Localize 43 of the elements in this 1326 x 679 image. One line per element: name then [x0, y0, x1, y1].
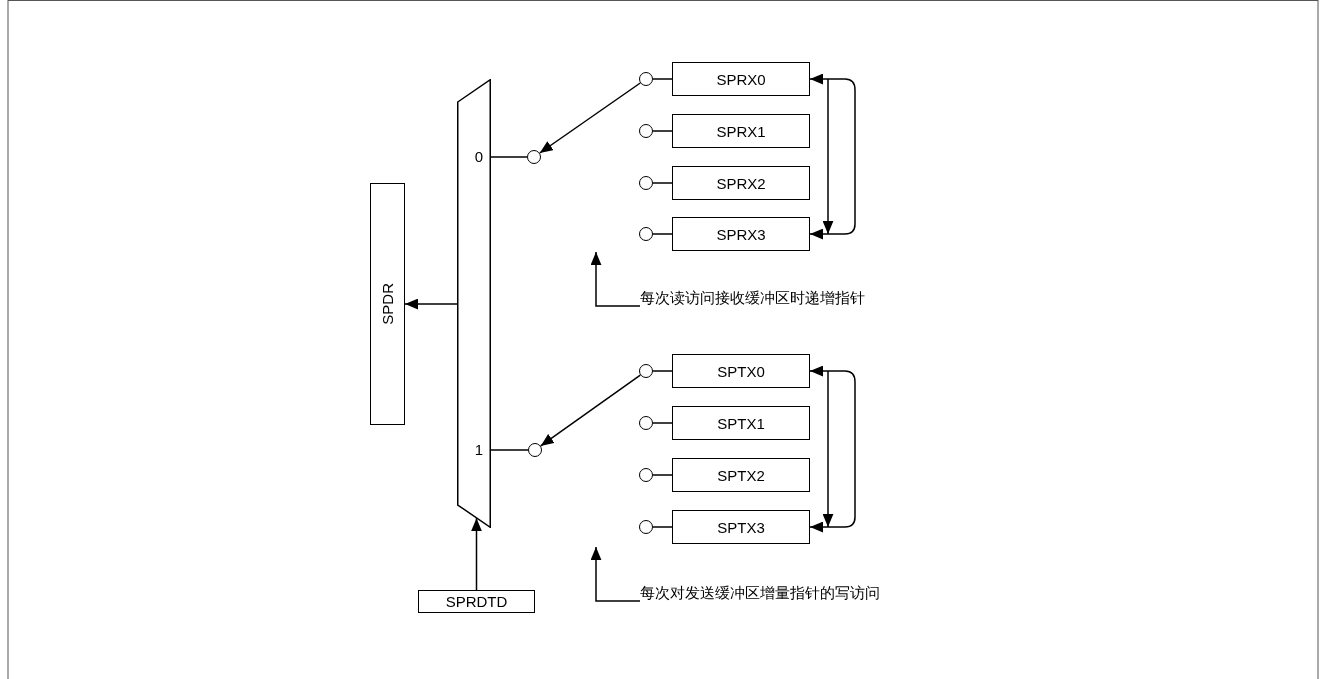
register-box: SPTX3 — [672, 510, 810, 544]
register-box: SPTX2 — [672, 458, 810, 492]
register-box: SPRX1 — [672, 114, 810, 148]
switch-contact — [527, 150, 541, 164]
switch-contact — [639, 176, 653, 190]
arrow — [404, 298, 458, 310]
switch-contact — [639, 468, 653, 482]
port-label: 1 — [474, 441, 483, 458]
register-box: SPRX0 — [672, 62, 810, 96]
switch-contact — [639, 72, 653, 86]
connector-line — [652, 422, 673, 424]
register-box: SPTX0 — [672, 354, 810, 388]
port-label: 0 — [474, 148, 483, 165]
multiplexer-shape — [457, 79, 491, 528]
leader-arrow — [590, 546, 641, 602]
switch-contact — [639, 227, 653, 241]
switch-contact — [639, 364, 653, 378]
arrow — [809, 365, 856, 533]
connector-line — [652, 130, 673, 132]
register-box: SPDR — [370, 183, 405, 425]
arrow — [539, 374, 642, 447]
connector-line — [490, 156, 528, 158]
connector-line — [652, 182, 673, 184]
connector-line — [652, 526, 673, 528]
note-text: 每次读访问接收缓冲区时递增指针 — [640, 289, 940, 325]
connector-line — [652, 370, 673, 372]
note-text: 每次对发送缓冲区增量指针的写访问 — [640, 584, 940, 620]
leader-arrow — [590, 251, 641, 307]
switch-contact — [639, 520, 653, 534]
switch-contact — [639, 124, 653, 138]
connector-line — [652, 78, 673, 80]
switch-contact — [639, 416, 653, 430]
connector-line — [652, 474, 673, 476]
register-box: SPRDTD — [418, 590, 535, 613]
register-box: SPRX2 — [672, 166, 810, 200]
arrow — [809, 73, 856, 240]
arrow — [471, 517, 482, 591]
arrow — [539, 82, 641, 154]
connector-line — [490, 449, 529, 451]
register-box: SPRX3 — [672, 217, 810, 251]
switch-contact — [528, 443, 542, 457]
register-box: SPTX1 — [672, 406, 810, 440]
connector-line — [652, 233, 673, 235]
